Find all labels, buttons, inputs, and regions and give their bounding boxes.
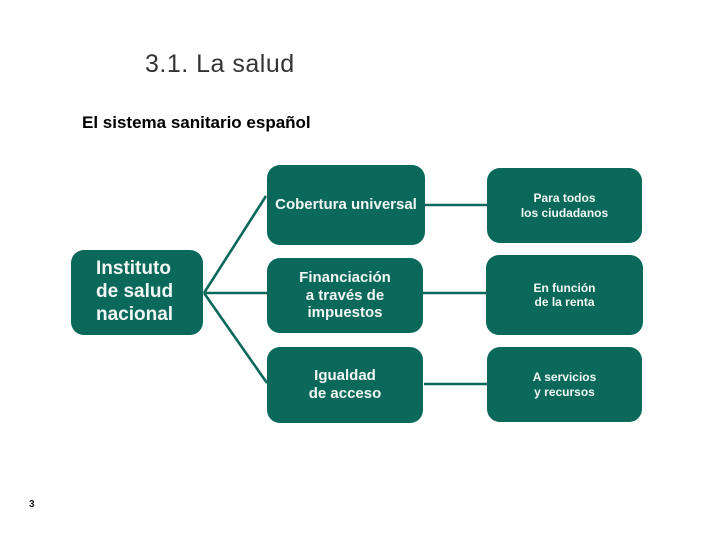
- page-number: 3: [29, 499, 35, 510]
- diagram-box-en-funcion: En función de la renta: [486, 255, 643, 335]
- slide-subtitle: El sistema sanitario español: [82, 113, 311, 132]
- slide-title: 3.1. La salud: [145, 50, 295, 78]
- diagram-box-financiacion: Financiación a través de impuestos: [267, 258, 423, 333]
- diagram-box-a-servicios: A servicios y recursos: [487, 347, 642, 422]
- connector-root-to-bottom: [202, 292, 269, 384]
- diagram-box-para-todos: Para todos los ciudadanos: [487, 168, 642, 243]
- diagram-box-igualdad: Igualdad de acceso: [267, 347, 423, 423]
- connector-root-to-top: [202, 195, 268, 294]
- diagram-box-instituto: Instituto de salud nacional: [71, 250, 203, 335]
- diagram-box-cobertura-universal: Cobertura universal: [267, 165, 425, 245]
